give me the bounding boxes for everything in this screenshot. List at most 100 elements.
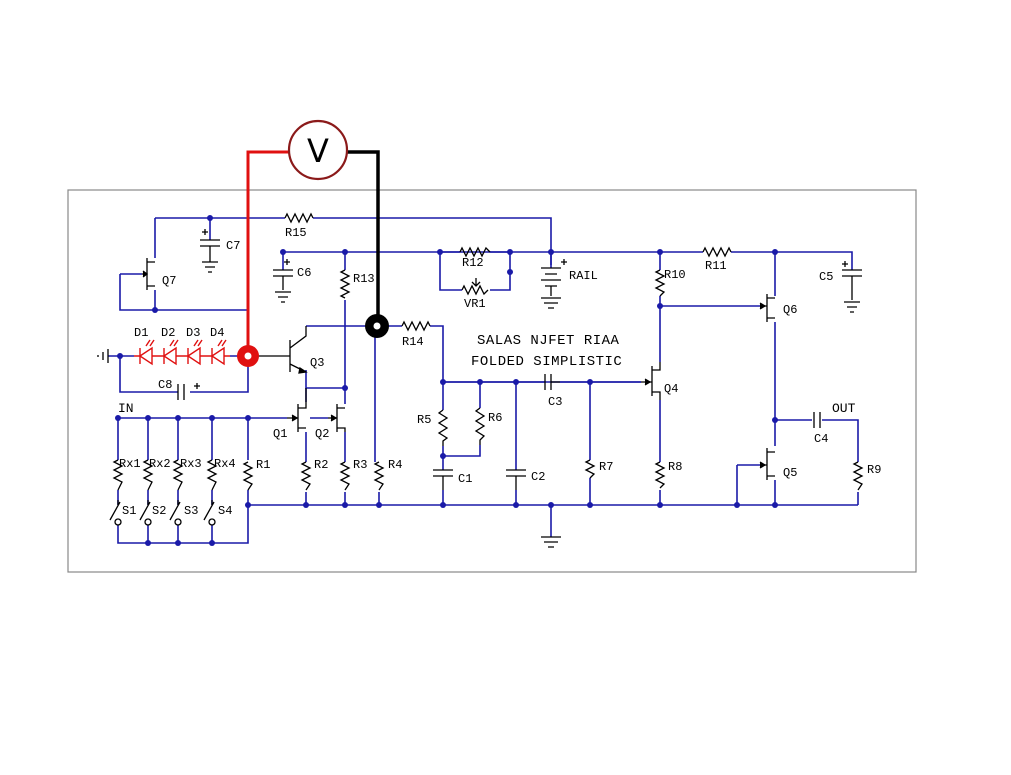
transistor-q4: [641, 362, 661, 400]
input-label: IN: [118, 401, 134, 416]
capacitor-c1: [433, 469, 453, 490]
label-q3: Q3: [310, 356, 324, 370]
label-s3: S3: [184, 504, 198, 518]
label-c6: C6: [297, 266, 311, 280]
transistor-q7: [142, 258, 155, 290]
probe-negative[interactable]: [365, 314, 389, 338]
label-s1: S1: [122, 504, 136, 518]
label-rx2: Rx2: [149, 457, 171, 471]
resistor-r7: [584, 459, 596, 479]
label-d3: D3: [186, 326, 200, 340]
label-q7: Q7: [162, 274, 176, 288]
label-r6: R6: [488, 411, 502, 425]
switch-s1: [109, 500, 122, 526]
label-rx3: Rx3: [180, 457, 202, 471]
ground-bottom: [541, 536, 561, 548]
component-labels: D1 D2 D3 D4 Q1 Q2 Q3 Q4 Q5 Q6 Q7 R1 R2 R…: [119, 226, 881, 518]
transistor-q5: [759, 448, 775, 480]
capacitor-c4: [813, 412, 821, 428]
label-q4: Q4: [664, 382, 678, 396]
ground-symbols: [97, 259, 567, 548]
label-c7: C7: [226, 239, 240, 253]
junction-dots: [115, 215, 778, 546]
label-c5: C5: [819, 270, 833, 284]
resistor-r14: [401, 320, 431, 332]
label-r2: R2: [314, 458, 328, 472]
led-symbols: [134, 339, 230, 366]
resistor-r3: [339, 461, 351, 491]
led-d2: [158, 339, 182, 366]
circuit-title-line1: SALAS NJFET RIAA: [477, 333, 620, 349]
led-d1: [134, 339, 158, 366]
switch-s2: [139, 500, 152, 526]
rail-label: RAIL: [569, 269, 598, 283]
resistor-rx4: [206, 459, 218, 491]
resistor-rx3: [172, 459, 184, 491]
label-r3: R3: [353, 458, 367, 472]
label-q2: Q2: [315, 427, 329, 441]
resistor-r6: [474, 407, 486, 445]
label-r5: R5: [417, 413, 431, 427]
capacitor-c2: [506, 469, 526, 490]
switch-symbols: [109, 500, 216, 526]
resistor-r8: [654, 461, 666, 489]
resistor-r2: [300, 461, 312, 491]
resistor-r5: [437, 409, 449, 446]
resistor-r12: [459, 246, 491, 258]
transistor-q3: [248, 326, 308, 374]
label-s2: S2: [152, 504, 166, 518]
led-d4: [206, 339, 230, 366]
resistor-symbols: [112, 212, 864, 491]
resistor-r13: [339, 269, 351, 299]
meter-lead-negative: [346, 150, 380, 326]
led-d3: [182, 339, 206, 366]
label-r14: R14: [402, 335, 424, 349]
transistor-symbols: [142, 258, 775, 480]
capacitor-symbols: [177, 229, 862, 490]
label-r1: R1: [256, 458, 270, 472]
transistor-q1: [287, 388, 307, 432]
label-r12: R12: [462, 256, 484, 270]
label-q5: Q5: [783, 466, 797, 480]
label-s4: S4: [218, 504, 232, 518]
label-r11: R11: [705, 259, 727, 273]
transistor-q2: [328, 404, 346, 432]
label-r7: R7: [599, 460, 613, 474]
voltmeter-symbol: V: [307, 132, 329, 170]
capacitor-c5: [842, 261, 862, 313]
resistor-r15: [284, 212, 314, 224]
resistor-r9: [852, 461, 864, 491]
probe-positive[interactable]: [237, 345, 259, 367]
label-vr1: VR1: [464, 297, 486, 311]
label-r13: R13: [353, 272, 375, 286]
schematic-frame: [67, 189, 917, 573]
switch-s3: [169, 500, 182, 526]
resistor-r11: [702, 246, 732, 258]
meter-lead-positive: [246, 150, 290, 356]
label-r8: R8: [668, 460, 682, 474]
switch-s4: [203, 500, 216, 526]
label-rx4: Rx4: [214, 457, 236, 471]
label-c8: C8: [158, 378, 172, 392]
label-d1: D1: [134, 326, 148, 340]
resistor-vr1: [461, 278, 489, 296]
battery-rail: [541, 259, 567, 309]
label-c2: C2: [531, 470, 545, 484]
transistor-q6: [759, 294, 775, 322]
resistor-rx2: [142, 459, 154, 491]
label-r10: R10: [664, 268, 686, 282]
label-c1: C1: [458, 472, 472, 486]
output-label: OUT: [832, 401, 856, 416]
capacitor-c8: [177, 383, 200, 400]
label-q6: Q6: [783, 303, 797, 317]
resistor-r4: [373, 461, 385, 491]
voltmeter[interactable]: V: [287, 119, 349, 181]
capacitor-c6: [273, 259, 293, 303]
circuit-title-line2: FOLDED SIMPLISTIC: [471, 354, 622, 370]
capacitor-c3: [544, 374, 560, 390]
label-r15: R15: [285, 226, 307, 240]
ground-left: [97, 349, 109, 363]
label-r4: R4: [388, 458, 402, 472]
